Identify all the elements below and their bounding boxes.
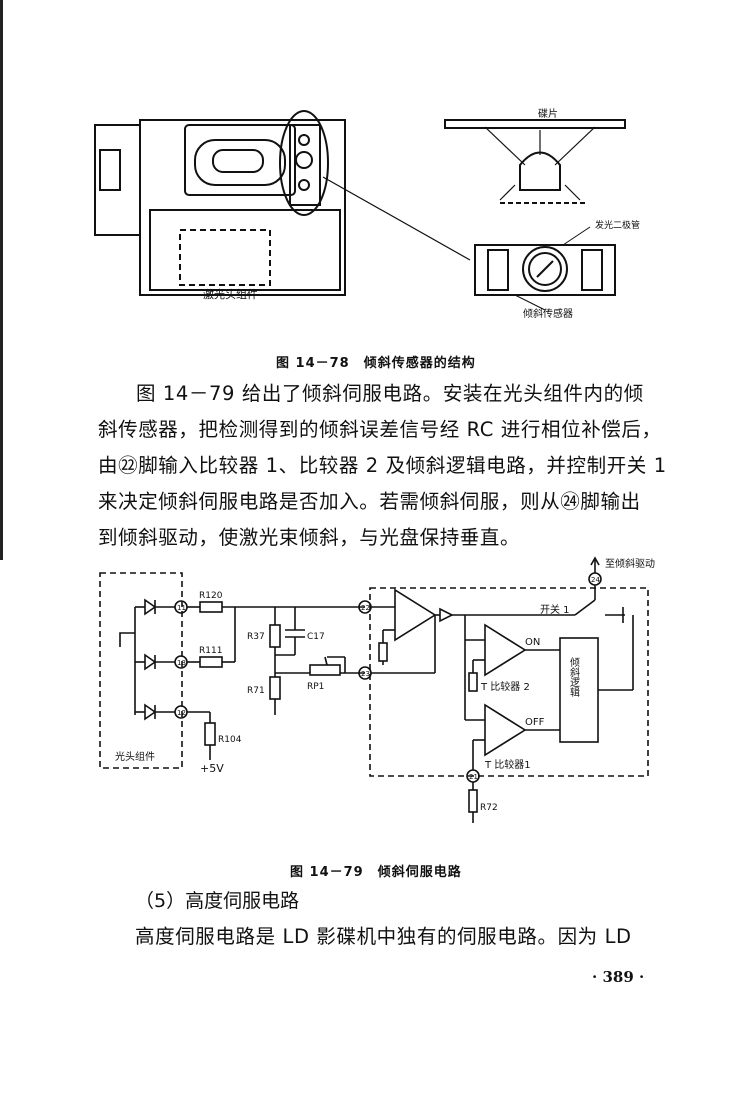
disc-label: 碟片: [538, 107, 558, 120]
off-label: OFF: [525, 717, 545, 728]
page-margin-line: [0, 0, 3, 560]
paragraph-line: 由㉒脚输入比较器 1、比较器 2 及倾斜逻辑电路，并控制开关 1: [98, 454, 667, 477]
to-drive-label: 至倾斜驱动: [605, 557, 655, 570]
figure2-caption: 图 14－79 倾斜伺服电路: [290, 865, 462, 880]
section-first-line: 高度伺服电路是 LD 影碟机中独有的伺服电路。因为 LD: [135, 925, 632, 948]
r72-label: R72: [480, 803, 498, 813]
r37-label: R37: [247, 632, 265, 642]
pin21-label: 21: [469, 773, 478, 781]
on-label: ON: [525, 637, 540, 648]
section-heading: （5）高度伺服电路: [135, 890, 300, 912]
tilt-servo-circuit-figure: 至倾斜驱动 开关 1 ON OFF T 比较器 2 T 比较器1 倾斜逻辑 光头…: [99, 556, 655, 823]
r104-label: R104: [218, 735, 242, 745]
tilt-sensor-enlarged: [474, 244, 616, 296]
rp1-label: RP1: [307, 682, 324, 692]
switch1-label: 开关 1: [540, 603, 570, 616]
r120-label: R120: [199, 591, 223, 601]
comparator1-label: T 比较器1: [484, 758, 531, 771]
pin23-label: 23: [361, 670, 370, 678]
r71-label: R71: [247, 686, 265, 696]
body-paragraph: 图 14－79 给出了倾斜伺服电路。安装在光头组件内的倾 斜传感器，把检测得到的…: [98, 376, 678, 556]
laser-head-label: 激光头组件: [203, 287, 258, 301]
pin13-label: 13: [177, 659, 186, 667]
pin22-label: 22: [361, 604, 370, 612]
tilt-sensor-label: 倾斜传感器: [523, 307, 573, 320]
page-number: · 389 ·: [592, 968, 645, 986]
laser-head-body: [139, 119, 346, 296]
tilt-logic-label: 倾斜逻辑: [568, 656, 580, 697]
plus5v-label: +5V: [200, 762, 224, 775]
sensor-highlight-ellipse: [279, 110, 329, 216]
figure1-caption: 图 14－78 倾斜传感器的结构: [276, 356, 476, 371]
disc: [444, 119, 626, 129]
pin24-label: 24: [591, 576, 600, 584]
paragraph-line: 斜传感器，把检测得到的倾斜误差信号经 RC 进行相位补偿后，: [98, 418, 662, 441]
tilt-logic-box: [559, 637, 599, 743]
r111-label: R111: [199, 646, 222, 656]
tilt-sensor-structure-figure: 碟片 发光二极管 倾斜传感器 激光头组件: [94, 107, 640, 320]
pin12-label: 12: [177, 709, 186, 717]
c17-label: C17: [307, 632, 325, 642]
paragraph-line: 到倾斜驱动，使激光束倾斜，与光盘保持垂直。: [98, 526, 521, 549]
optical-assembly-label: 光头组件: [115, 750, 155, 763]
paragraph-line: 来决定倾斜伺服电路是否加入。若需倾斜伺服，则从㉔脚输出: [98, 490, 641, 513]
ic-box: [369, 587, 649, 777]
optical-assembly-box: [99, 572, 183, 769]
paragraph-line: 图 14－79 给出了倾斜伺服电路。安装在光头组件内的倾: [136, 382, 644, 405]
pin11-label: 11: [177, 604, 186, 612]
comparator2-label: T 比较器 2: [480, 680, 530, 693]
photodiode-label: 发光二极管: [595, 219, 640, 231]
